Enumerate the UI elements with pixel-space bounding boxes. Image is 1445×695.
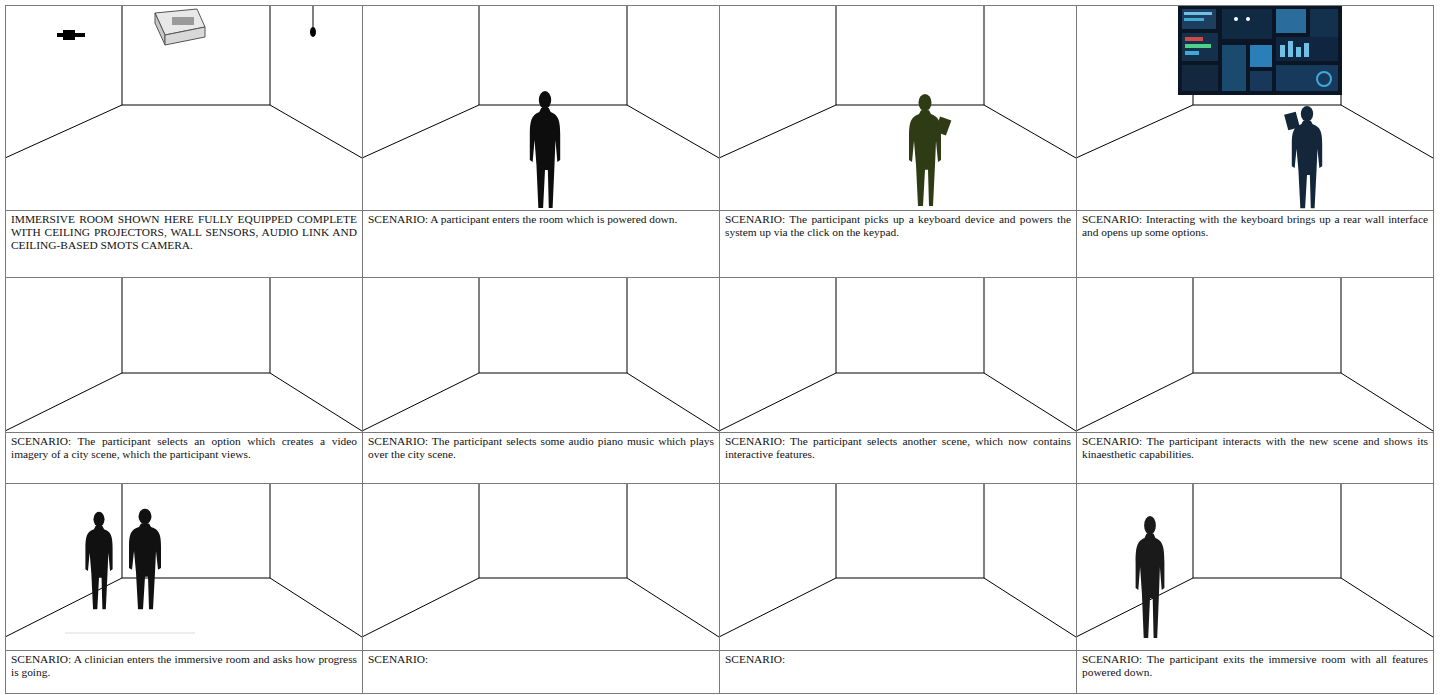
smots-camera — [310, 5, 316, 37]
participant-silhouette — [85, 512, 112, 609]
room-panel — [719, 483, 1076, 637]
scenario-caption: SCENARIO: A clinician enters the immersi… — [6, 650, 362, 693]
storyboard-panel: SCENARIO: — [362, 483, 720, 694]
room-panel — [1076, 277, 1433, 431]
participant-silhouette — [1136, 516, 1165, 638]
scenario-caption: SCENARIO: The participant selects some a… — [363, 432, 719, 483]
participant-silhouette — [909, 94, 941, 206]
storyboard-panel: SCENARIO: — [719, 483, 1077, 694]
room-outline — [719, 5, 1076, 158]
storyboard-panel: SCENARIO: Interacting with the keyboard … — [1076, 5, 1434, 278]
storyboard-panel: SCENARIO: The participant selects some a… — [362, 277, 720, 484]
storyboard-panel: IMMERSIVE ROOM SHOWN HERE FULLY EQUIPPED… — [5, 5, 363, 278]
scenario-caption: SCENARIO: The participant picks up a key… — [720, 210, 1076, 277]
room-outline — [1076, 5, 1433, 158]
storyboard-panel: SCENARIO: The participant exits the imme… — [1076, 483, 1434, 694]
wall-sensor — [57, 30, 85, 40]
room-panel — [719, 277, 1076, 431]
room-outline — [1076, 277, 1433, 431]
scenario-caption: SCENARIO: The participant selects an opt… — [6, 432, 362, 483]
scenario-caption: SCENARIO: — [363, 650, 719, 693]
storyboard-panel: SCENARIO: The participant picks up a key… — [719, 5, 1077, 278]
storyboard-panel: SCENARIO: The participant selects anothe… — [719, 277, 1077, 484]
room-panel — [5, 5, 362, 158]
room-panel — [362, 5, 719, 208]
room-panel — [1076, 5, 1433, 208]
room-outline — [362, 483, 719, 637]
scenario-caption: SCENARIO: — [720, 650, 1076, 693]
floor-line — [65, 633, 195, 634]
room-panel — [5, 277, 362, 431]
storyboard-panel: SCENARIO: The participant interacts with… — [1076, 277, 1434, 484]
scenario-caption: SCENARIO: The participant exits the imme… — [1077, 650, 1433, 693]
room-outline — [5, 277, 362, 431]
room-outline — [362, 277, 719, 431]
storyboard-panel: SCENARIO: The participant selects an opt… — [5, 277, 363, 484]
scenario-caption: IMMERSIVE ROOM SHOWN HERE FULLY EQUIPPED… — [6, 210, 362, 277]
room-outline — [719, 277, 1076, 431]
scenario-caption: SCENARIO: The participant interacts with… — [1077, 432, 1433, 483]
keyboard-device — [1284, 112, 1300, 131]
room-panel — [1076, 483, 1433, 638]
room-outline — [5, 5, 362, 158]
ceiling-projector — [155, 9, 205, 45]
scenario-caption: SCENARIO: The participant selects anothe… — [720, 432, 1076, 483]
scenario-caption: SCENARIO: Interacting with the keyboard … — [1077, 210, 1433, 277]
rear-wall-interface — [1178, 5, 1342, 95]
room-outline — [1076, 483, 1433, 637]
room-outline — [5, 483, 362, 637]
clinician-silhouette — [129, 509, 161, 609]
room-panel — [362, 483, 719, 637]
room-panel — [5, 483, 362, 637]
participant-silhouette — [530, 91, 560, 208]
room-outline — [719, 483, 1076, 637]
storyboard-panel: SCENARIO: A participant enters the room … — [362, 5, 720, 278]
room-panel — [362, 277, 719, 431]
storyboard-panel: SCENARIO: A clinician enters the immersi… — [5, 483, 363, 694]
scenario-caption: SCENARIO: A participant enters the room … — [363, 210, 719, 277]
room-panel — [719, 5, 1076, 206]
keyboard-device — [935, 116, 952, 135]
